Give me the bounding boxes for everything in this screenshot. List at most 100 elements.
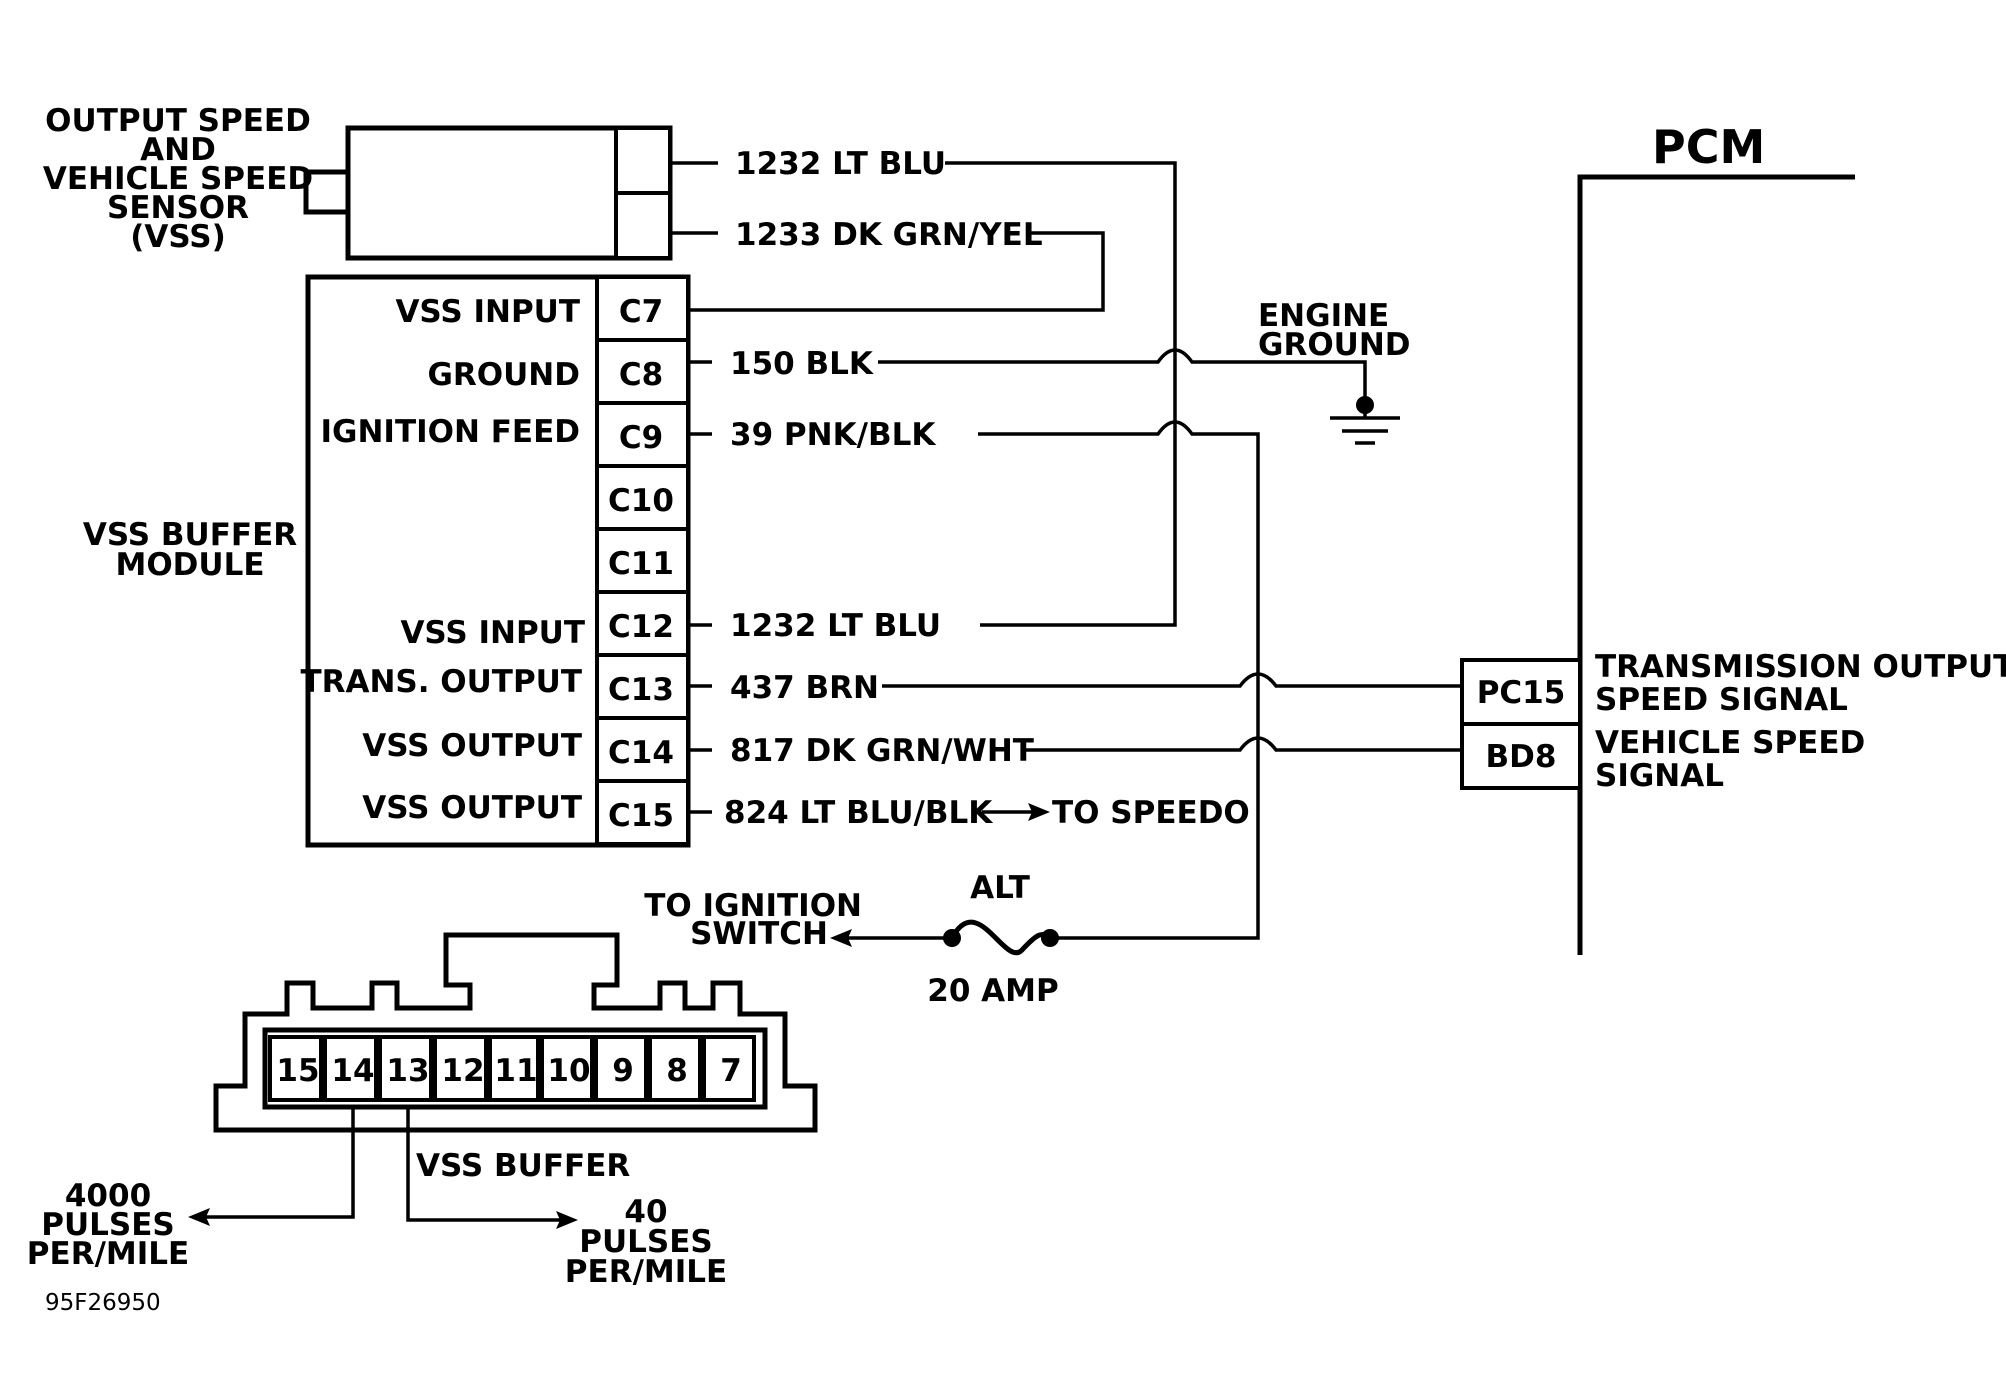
- wire-label-1233: 1233 DK GRN/YEL: [735, 217, 1043, 253]
- pcm-pin-label-pc15-line-2: SPEED SIGNAL: [1595, 682, 1848, 718]
- sensor-label-line-5: (VSS): [130, 219, 226, 255]
- pin-id-c11: C11: [608, 546, 674, 582]
- sensor-label-line-2: AND: [140, 132, 216, 168]
- pcm-pin-label-bd8-line-2: SIGNAL: [1595, 758, 1724, 794]
- wire-817-run: [1022, 736, 1462, 752]
- ignition-label-line-1: TO IGNITION: [644, 888, 862, 924]
- pin-label-c15: VSS OUTPUT: [362, 790, 582, 826]
- connector-pin-cell-12: [433, 1035, 488, 1102]
- wire-1232-run: [945, 161, 1177, 627]
- conn-pin-11: 11: [494, 1053, 537, 1089]
- module-pin-cell-c12: [595, 590, 690, 657]
- conn-pin-10: 10: [547, 1053, 590, 1089]
- conn-pin-7: 7: [720, 1053, 742, 1089]
- wires: [670, 161, 1462, 940]
- pcm-pin-label-bd8-line-1: VEHICLE SPEED: [1595, 725, 1865, 761]
- pulse-left-line-2: PULSES: [41, 1207, 174, 1243]
- conn-pin-15: 15: [276, 1053, 319, 1089]
- pulse-arrow-right-icon: [556, 1211, 578, 1229]
- wire-label-817: 817 DK GRN/WHT: [730, 733, 1034, 769]
- pulse-outputs: 4000 PULSES PER/MILE 40 PULSES PER/MILE: [27, 1107, 727, 1290]
- sensor-label-line-1: OUTPUT SPEED: [45, 103, 311, 139]
- wire-150-run: [878, 348, 1367, 405]
- pulse-left-line-1: 4000: [65, 1178, 151, 1214]
- module-label: VSS BUFFER MODULE: [83, 517, 297, 583]
- pulse-right-line-2: PULSES: [579, 1224, 712, 1260]
- to-speedo-arrow-icon: [1028, 803, 1050, 821]
- engine-ground: ENGINE GROUND: [1258, 298, 1411, 445]
- connector-pin-cell-7: [702, 1035, 756, 1102]
- sensor-pin-bottom: [614, 191, 672, 260]
- pin-id-c9: C9: [619, 420, 663, 456]
- engine-ground-label-line-1: ENGINE: [1258, 298, 1389, 334]
- pin-label-c12: VSS INPUT: [400, 615, 585, 651]
- module-pin-labels: VSS INPUT GROUND IGNITION FEED VSS INPUT…: [300, 294, 585, 826]
- module-pin-cell-c13: [595, 653, 690, 720]
- pin-id-c13: C13: [608, 672, 674, 708]
- conn-pin-9: 9: [612, 1053, 634, 1089]
- pcm-pin-label-pc15-line-1: TRANSMISSION OUTPUT: [1595, 649, 2006, 685]
- pin-label-c14: VSS OUTPUT: [362, 728, 582, 764]
- module-pin-ids: C7 C8 C9 C10 C11 C12 C13 C14 C15: [608, 294, 674, 834]
- pin-id-c8: C8: [619, 357, 663, 393]
- pin-id-c10: C10: [608, 483, 674, 519]
- sensor-label: OUTPUT SPEED AND VEHICLE SPEED SENSOR (V…: [43, 103, 313, 255]
- pcm-pin-id-pc15: PC15: [1477, 675, 1566, 711]
- conn-pin-8: 8: [666, 1053, 688, 1089]
- to-speedo-label: TO SPEEDO: [1052, 795, 1250, 831]
- wire-label-150: 150 BLK: [730, 346, 874, 382]
- wire-label-39: 39 PNK/BLK: [730, 417, 936, 453]
- vss-buffer-module: C7 C8 C9 C10 C11 C12 C13 C14 C15 VSS INP…: [300, 274, 691, 848]
- connector-pin-cell-11: [488, 1035, 540, 1102]
- wire-labels: 1232 LT BLU 1233 DK GRN/YEL 150 BLK 39 P…: [724, 146, 1250, 831]
- wire-1233-run: [688, 231, 1105, 312]
- sensor-tab: [303, 169, 351, 215]
- connector-pin-cell-10: [540, 1035, 594, 1102]
- engine-ground-label-line-2: GROUND: [1258, 327, 1411, 363]
- pin-id-c15: C15: [608, 798, 674, 834]
- wire-437-run: [882, 672, 1462, 688]
- pcm-pin-pc15: [1460, 658, 1582, 726]
- wire-label-437: 437 BRN: [730, 670, 879, 706]
- fuse-rating: 20 AMP: [927, 973, 1059, 1009]
- vss-sensor: [303, 125, 673, 261]
- pcm-pin-id-bd8: BD8: [1486, 739, 1557, 775]
- module-pin-cells: [595, 275, 690, 846]
- pin-id-c12: C12: [608, 609, 674, 645]
- pin-label-c13: TRANS. OUTPUT: [300, 664, 582, 700]
- wire-label-1232-top: 1232 LT BLU: [735, 146, 946, 182]
- pcm-pin-bd8: [1460, 722, 1582, 790]
- connector-pin-cell-13: [378, 1035, 433, 1102]
- ground-icon: [1330, 405, 1400, 445]
- vss-buffer-connector: 15 14 13 12 11 10 9 8 7 VSS BUFFER: [213, 932, 818, 1184]
- sensor-pin-top: [614, 126, 672, 195]
- pulse-left-line-3: PER/MILE: [27, 1236, 189, 1272]
- ignition-fuse: TO IGNITION SWITCH ALT 20 AMP: [644, 870, 1059, 1009]
- pcm-title: PCM: [1652, 120, 1765, 174]
- conn-pin-14: 14: [331, 1053, 374, 1089]
- pulse-arrow-left-icon: [188, 1208, 210, 1226]
- connector-pin-cell-14: [323, 1035, 378, 1102]
- conn-pin-12: 12: [441, 1053, 484, 1089]
- pulse-right-line-3: PER/MILE: [565, 1254, 727, 1290]
- conn-pin-13: 13: [386, 1053, 429, 1089]
- wire-39-run: [978, 420, 1260, 940]
- connector-pin-cell-8: [648, 1035, 702, 1102]
- module-label-line-2: MODULE: [115, 547, 264, 583]
- pulse-wire-14: [205, 1107, 355, 1219]
- pulse-wire-13: [406, 1107, 560, 1222]
- module-pin-cell-c7: [595, 275, 690, 342]
- wire-label-824: 824 LT BLU/BLK: [724, 795, 993, 831]
- connector-pin-cells: [268, 1035, 756, 1102]
- sensor-label-line-4: SENSOR: [107, 190, 249, 226]
- pin-label-c8: GROUND: [427, 357, 580, 393]
- pin-label-c9: IGNITION FEED: [321, 414, 581, 450]
- sensor-label-line-3: VEHICLE SPEED: [43, 161, 313, 197]
- pcm: PCM PC15 BD8 TRANSMISSION OUTPUT SPEED S…: [1460, 120, 2006, 955]
- pulse-right-line-1: 40: [624, 1194, 667, 1230]
- ignition-label-line-2: SWITCH: [690, 916, 828, 952]
- ignition-arrow-icon: [830, 929, 852, 947]
- figure-code: 95F26950: [45, 1290, 161, 1316]
- module-pin-cell-c10: [595, 464, 690, 531]
